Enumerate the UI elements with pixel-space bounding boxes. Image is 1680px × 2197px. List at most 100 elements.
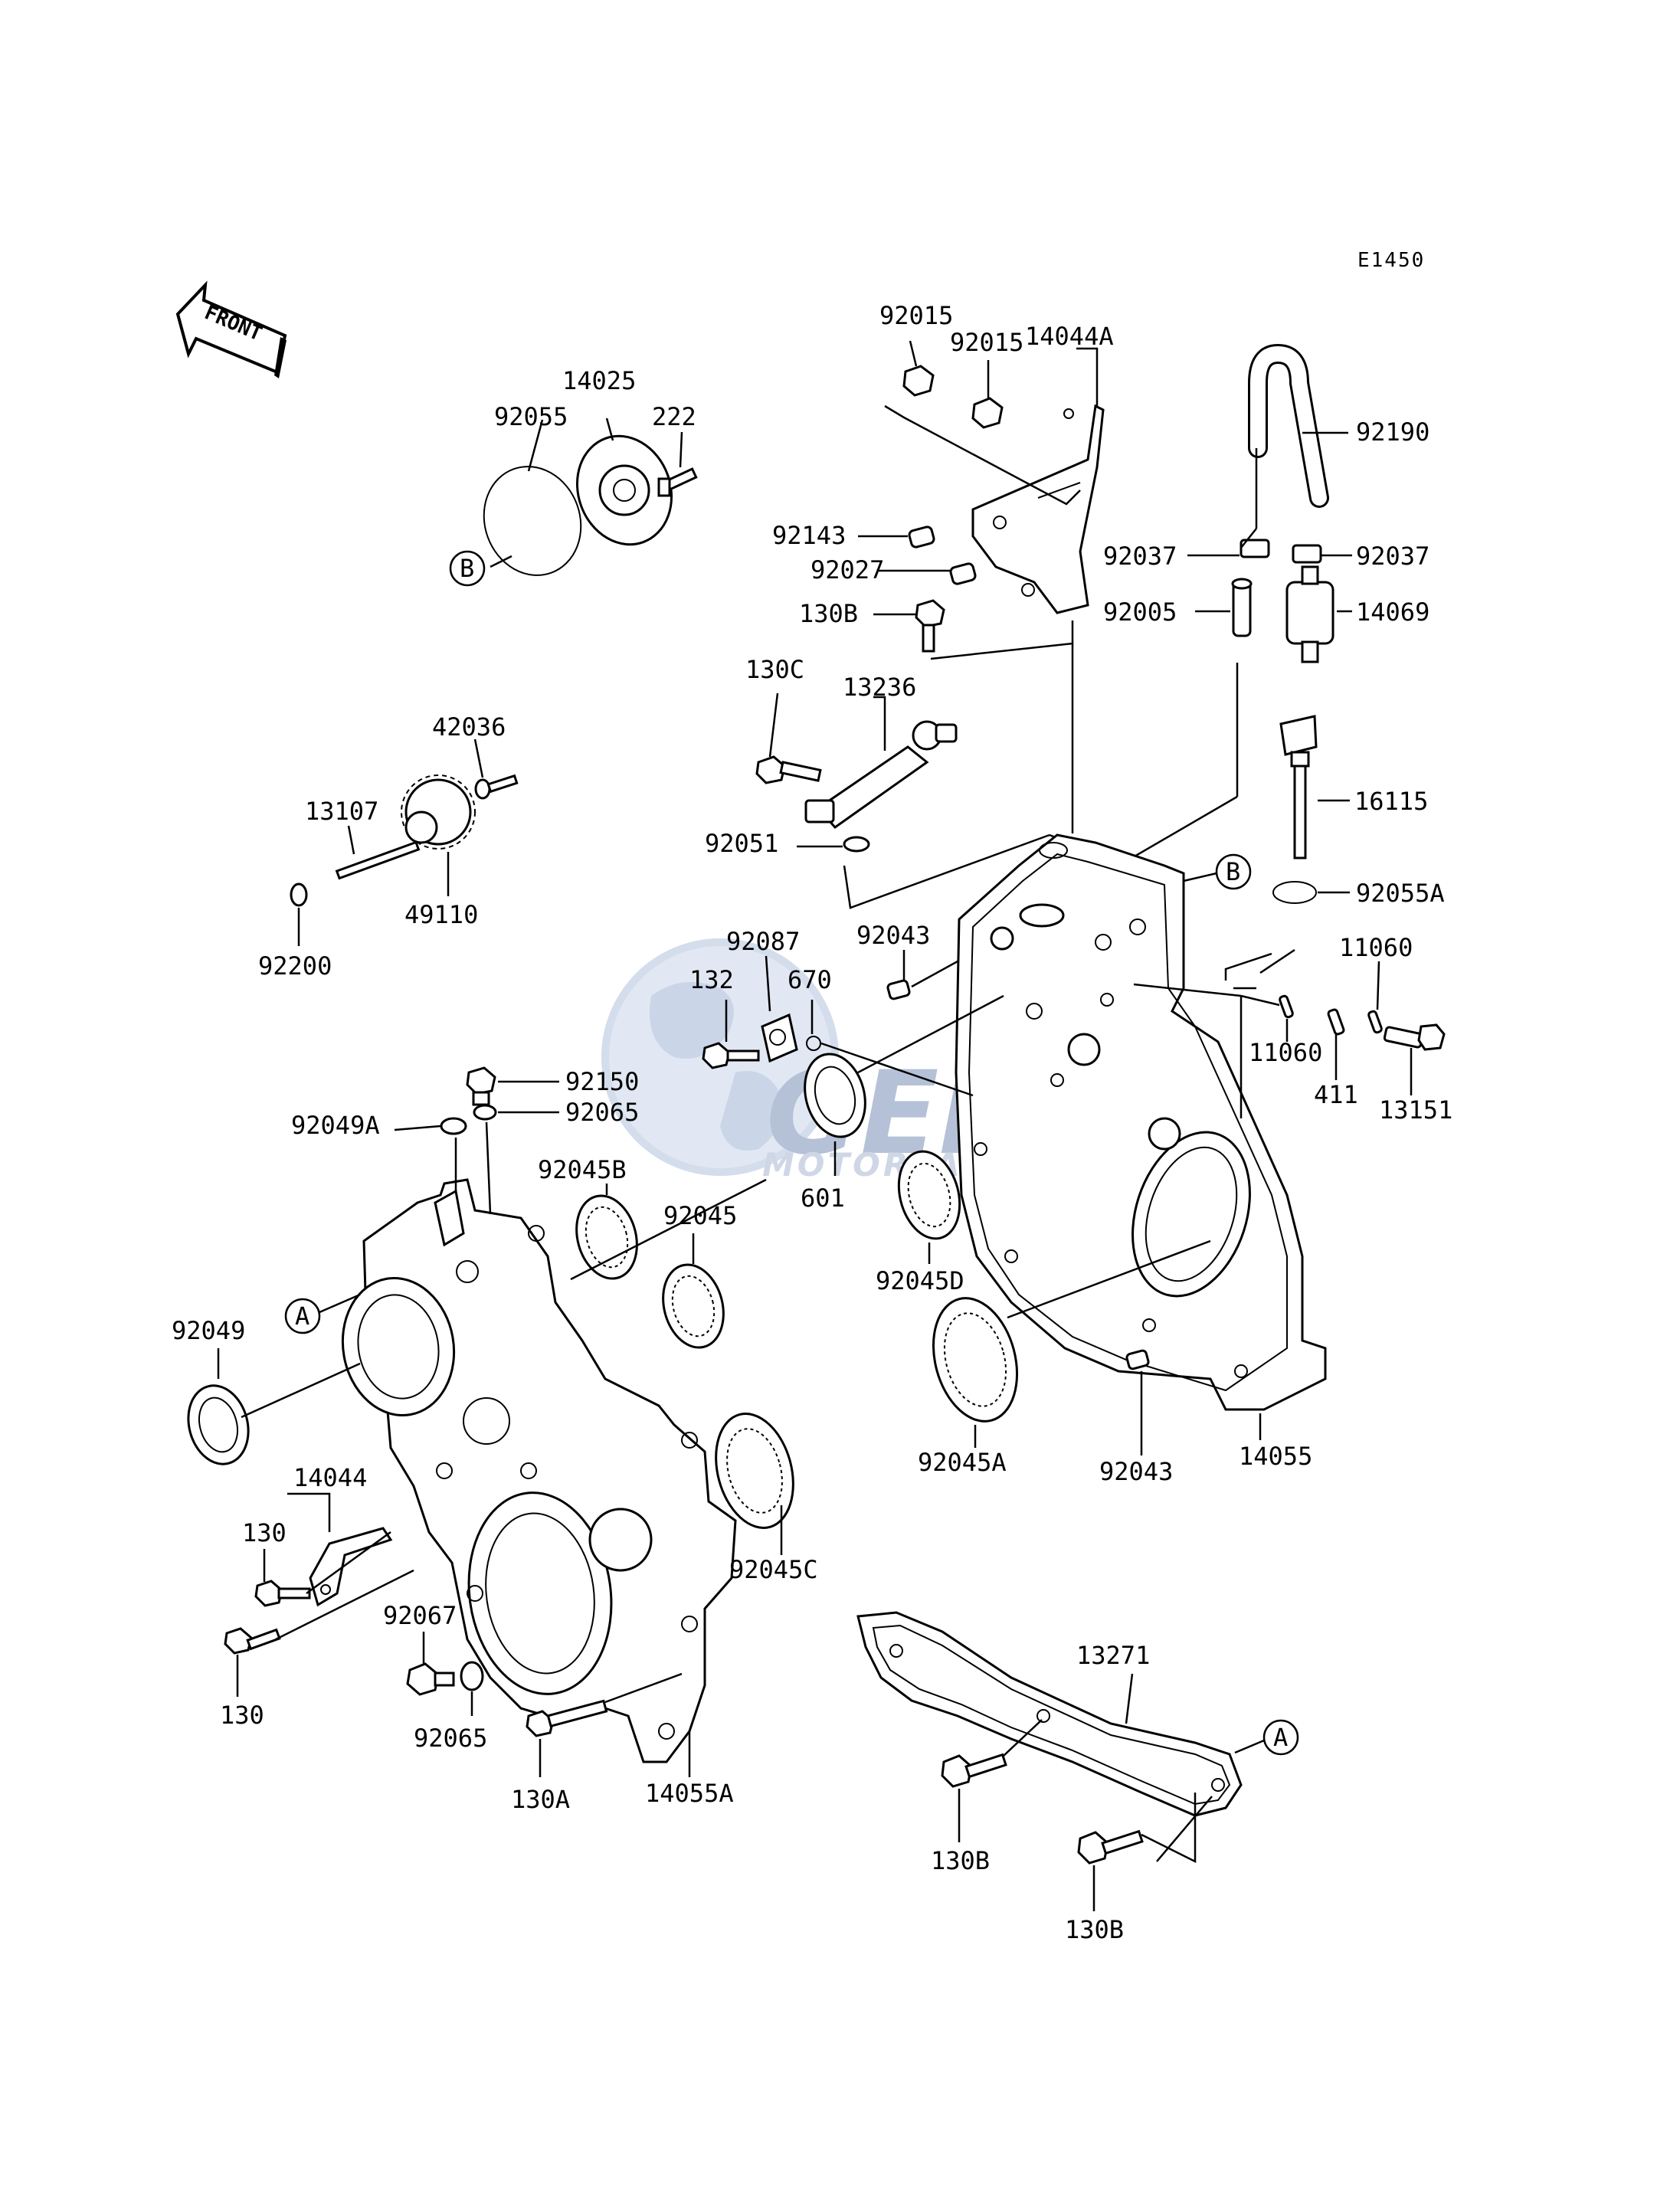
label-13151: 13151 xyxy=(1379,1095,1452,1125)
bracket-14044A xyxy=(971,404,1105,614)
bolt-130B-bottom-1 xyxy=(941,1753,1007,1788)
label-11060-mid: 11060 xyxy=(1249,1038,1322,1067)
washer-411 xyxy=(1327,1008,1345,1036)
svg-text:A: A xyxy=(1273,1723,1288,1752)
washer-11060-top xyxy=(1367,1010,1383,1034)
label-92055: 92055 xyxy=(494,402,568,431)
callout-b-right: B xyxy=(1215,853,1252,890)
callout-b-left: B xyxy=(449,550,486,587)
collar-92027 xyxy=(949,562,977,585)
label-130B-bottom-1: 130B xyxy=(931,1846,990,1875)
label-92045C: 92045C xyxy=(729,1555,818,1584)
label-92015-a: 92015 xyxy=(879,301,953,330)
dowel-92043-top xyxy=(886,979,911,1000)
label-11060-top: 11060 xyxy=(1339,933,1413,962)
washer-92200 xyxy=(290,882,308,907)
washer-92051 xyxy=(843,836,870,853)
fitting-92005 xyxy=(1231,578,1253,637)
dowel-92043-bot xyxy=(1125,1349,1150,1370)
label-92045D: 92045D xyxy=(876,1266,964,1295)
diagram-code: E1450 xyxy=(1357,249,1425,272)
crankcase-14055A xyxy=(341,1178,737,1763)
label-92015-b: 92015 xyxy=(950,328,1023,357)
label-130-a: 130 xyxy=(242,1518,287,1547)
bearing-92045D xyxy=(897,1150,961,1240)
label-132: 132 xyxy=(689,965,734,994)
label-130A: 130A xyxy=(511,1785,570,1814)
plug-92150 xyxy=(466,1066,496,1106)
label-14069: 14069 xyxy=(1356,598,1429,627)
label-14044: 14044 xyxy=(293,1463,367,1492)
label-222: 222 xyxy=(652,402,696,431)
label-92065-top: 92065 xyxy=(565,1098,639,1127)
label-92190: 92190 xyxy=(1356,417,1429,447)
svg-text:B: B xyxy=(1226,857,1240,886)
label-92045B: 92045B xyxy=(538,1155,627,1184)
label-49110: 49110 xyxy=(404,900,478,929)
bolt-130A xyxy=(526,1699,608,1737)
label-92043-top: 92043 xyxy=(856,921,930,950)
bolt-222 xyxy=(657,467,698,497)
label-42036: 42036 xyxy=(432,712,506,742)
label-14055: 14055 xyxy=(1239,1442,1312,1471)
bearing-92045A xyxy=(932,1297,1019,1423)
label-92065-bot: 92065 xyxy=(414,1724,487,1753)
o-ring-92055 xyxy=(483,466,582,576)
crankcase-14055 xyxy=(955,833,1327,1411)
washer-92049A xyxy=(440,1117,467,1135)
callout-a-right: A xyxy=(1262,1719,1299,1756)
label-92087: 92087 xyxy=(726,927,800,956)
label-92049: 92049 xyxy=(172,1316,245,1345)
clamp-92037-left xyxy=(1240,539,1270,558)
nut-92015-b xyxy=(971,397,1004,429)
label-92067: 92067 xyxy=(383,1601,457,1630)
pump-gear-49110 xyxy=(401,774,476,850)
label-14055A: 14055A xyxy=(645,1779,734,1808)
label-130-b: 130 xyxy=(220,1701,264,1730)
switch-13151 xyxy=(1383,1023,1446,1051)
label-92037-right: 92037 xyxy=(1356,542,1429,571)
washer-92065-bot xyxy=(460,1661,484,1691)
label-92037-left: 92037 xyxy=(1103,542,1177,571)
washer-42036 xyxy=(474,774,519,800)
label-92055A: 92055A xyxy=(1356,879,1445,908)
label-411: 411 xyxy=(1314,1080,1358,1109)
hose-92190 xyxy=(1248,343,1329,508)
label-92045: 92045 xyxy=(663,1201,737,1230)
svg-text:B: B xyxy=(460,554,474,583)
bearing-92045B xyxy=(575,1194,638,1280)
bolt-132 xyxy=(702,1042,760,1069)
bracket-14044 xyxy=(309,1527,393,1607)
bolt-130B-bottom-2 xyxy=(1077,1829,1144,1865)
nut-92015-a xyxy=(902,365,935,397)
bolt-92067 xyxy=(406,1662,455,1696)
front-arrow-icon: FRONT xyxy=(175,280,287,378)
label-16115: 16115 xyxy=(1354,787,1428,816)
bearing-92045 xyxy=(662,1263,725,1349)
label-130C: 130C xyxy=(745,655,804,684)
o-ring-670 xyxy=(806,1036,821,1051)
label-14044A: 14044A xyxy=(1025,322,1114,351)
shaft-13107 xyxy=(335,840,421,880)
o-ring-92055A xyxy=(1272,881,1317,904)
label-130B-top: 130B xyxy=(799,599,858,628)
label-130B-bottom-2: 130B xyxy=(1065,1915,1124,1944)
label-601: 601 xyxy=(801,1184,845,1213)
lever-13236 xyxy=(804,720,958,830)
label-13107: 13107 xyxy=(305,797,378,826)
plate-92087 xyxy=(761,1013,798,1063)
clamp-92037-right xyxy=(1292,544,1322,564)
label-92200: 92200 xyxy=(258,951,332,981)
collar-92143 xyxy=(908,526,935,548)
label-92150: 92150 xyxy=(565,1067,639,1096)
label-92049A: 92049A xyxy=(291,1111,380,1140)
svg-text:A: A xyxy=(295,1302,309,1331)
callout-a-left: A xyxy=(284,1298,321,1334)
washer-11060-mid xyxy=(1279,994,1294,1019)
bolt-130-a xyxy=(254,1580,311,1607)
washer-92065-top xyxy=(473,1104,497,1121)
label-92005: 92005 xyxy=(1103,598,1177,627)
bearing-92045C xyxy=(715,1413,794,1529)
bolt-130-b xyxy=(224,1627,281,1655)
